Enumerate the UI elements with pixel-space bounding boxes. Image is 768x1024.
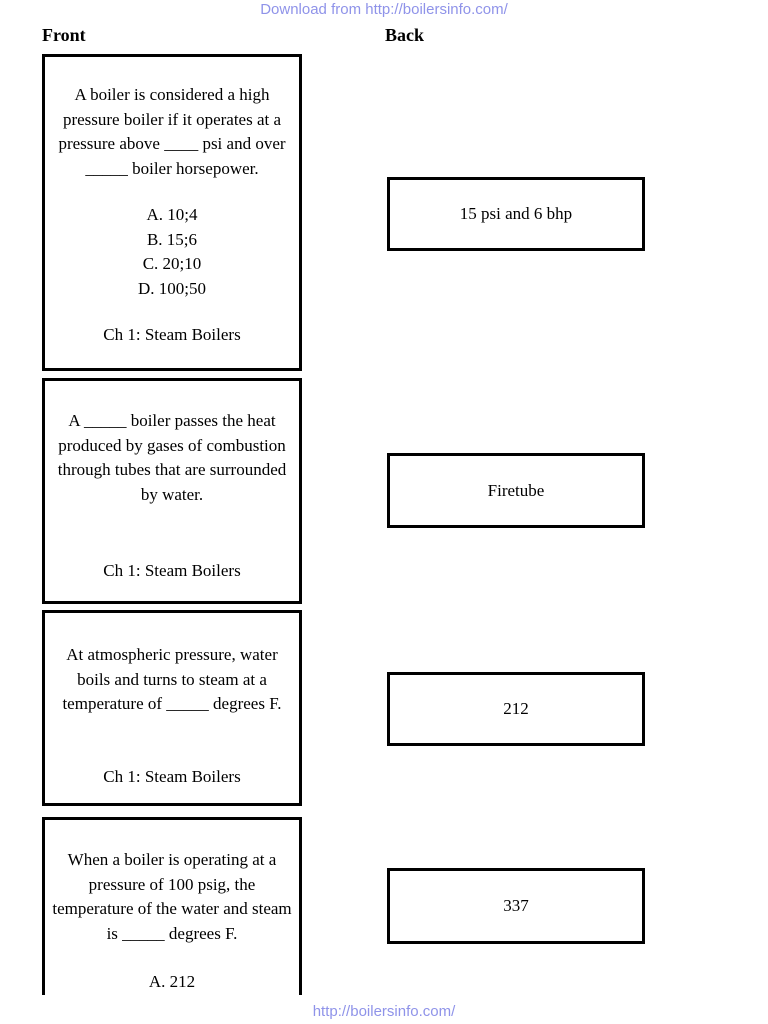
flashcard-back-4: 337 xyxy=(387,868,645,944)
flashcard-options-4: A. 212 xyxy=(48,970,296,995)
chapter-label-3: Ch 1: Steam Boilers xyxy=(103,766,241,786)
footer-link[interactable]: http://boilersinfo.com/ xyxy=(312,1003,456,1020)
flashcard-back-3: 212 xyxy=(387,672,645,746)
option-b: B. 15;6 xyxy=(146,229,198,249)
flashcard-question-3: At atmospheric pressure, water boils and… xyxy=(62,645,282,713)
flashcard-back-2: Firetube xyxy=(387,453,645,528)
header-download-link[interactable]: Download from http://boilersinfo.com/ xyxy=(260,1,508,18)
option-c: C. 20;10 xyxy=(142,254,202,273)
flashcard-answer-1: 15 psi and 6 bhp xyxy=(459,204,573,223)
flashcard-question-1: A boiler is considered a high pressure b… xyxy=(58,85,286,178)
flashcard-answer-4: 337 xyxy=(503,896,529,915)
front-column-heading: Front xyxy=(42,25,86,45)
option-d: D. 100;50 xyxy=(138,278,206,298)
flashcard-question-4: When a boiler is operating at a pressure… xyxy=(52,850,292,943)
flashcard-answer-3: 212 xyxy=(503,699,529,718)
option-a: A. 10;4 xyxy=(146,205,198,224)
option-a: A. 212 xyxy=(148,972,196,991)
flashcard-front-3: At atmospheric pressure, water boils and… xyxy=(42,610,302,806)
flashcard-front-2: A _____ boiler passes the heat produced … xyxy=(42,378,302,604)
flashcard-question-2: A _____ boiler passes the heat produced … xyxy=(57,411,287,504)
flashcard-answer-2: Firetube xyxy=(487,480,545,500)
flashcard-front-1: A boiler is considered a high pressure b… xyxy=(42,54,302,371)
flashcard-options-1: A. 10;4 B. 15;6 C. 20;10 D. 100;50 xyxy=(48,203,296,301)
flashcard-back-1: 15 psi and 6 bhp xyxy=(387,177,645,251)
chapter-label-2: Ch 1: Steam Boilers xyxy=(103,561,241,580)
flashcard-front-4: When a boiler is operating at a pressure… xyxy=(42,817,302,995)
chapter-label-1: Ch 1: Steam Boilers xyxy=(103,325,241,344)
back-column-heading: Back xyxy=(385,25,425,45)
